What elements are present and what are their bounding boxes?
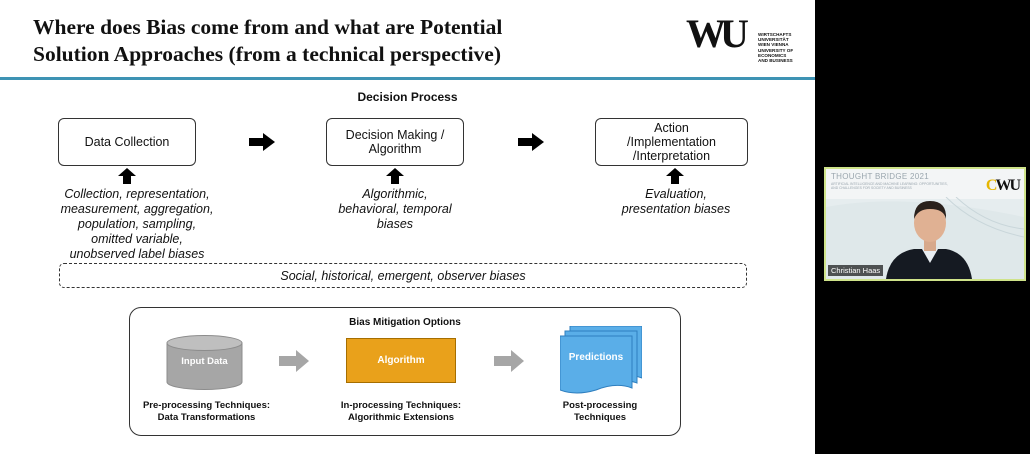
up-arrow-icon [386, 168, 404, 184]
cross-cutting-biases-text: Social, historical, emergent, observer b… [280, 268, 526, 283]
predictions-label: Predictions [568, 352, 624, 363]
participant-video-tile[interactable]: THOUGHT BRIDGE 2021 ARTIFICIAL INTELLIGE… [824, 167, 1026, 281]
data-collection-box: Data Collection [58, 118, 196, 166]
documents-icon [560, 326, 642, 394]
cross-cutting-biases-box: Social, historical, emergent, observer b… [59, 263, 747, 288]
decision-making-biases: Algorithmic, behavioral, temporal biases [338, 187, 452, 231]
action-box: Action /Implementation /Interpretation [595, 118, 748, 166]
decision-making-box: Decision Making / Algorithm [326, 118, 464, 166]
title-divider [0, 77, 815, 80]
decision-process-heading: Decision Process [357, 90, 458, 104]
in-processing-caption: In-processing Techniques: Algorithmic Ex… [340, 400, 462, 423]
slide-title: Where does Bias come from and what are P… [33, 14, 502, 68]
post-processing-caption: Post-processing Techniques [562, 400, 638, 423]
wu-logo-mark: WU [686, 11, 749, 56]
banner-logo: CWU [985, 177, 1021, 194]
right-arrow-icon [494, 350, 524, 372]
banner-title: THOUGHT BRIDGE 2021 [831, 172, 930, 181]
presentation-slide: Where does Bias come from and what are P… [0, 0, 815, 454]
video-background-banner: THOUGHT BRIDGE 2021 ARTIFICIAL INTELLIGE… [826, 169, 1024, 199]
input-data-label: Input Data [181, 356, 228, 367]
right-arrow-icon [518, 133, 544, 151]
participant-name-label: Christian Haas [828, 265, 884, 276]
up-arrow-icon [118, 168, 136, 184]
data-collection-biases: Collection, representation, measurement,… [60, 187, 214, 261]
right-arrow-icon [249, 133, 275, 151]
slide-title-line2: Solution Approaches (from a technical pe… [33, 42, 501, 66]
pre-processing-caption: Pre-processing Techniques: Data Transfor… [142, 400, 271, 423]
banner-logo-text: WU [995, 177, 1021, 194]
right-arrow-icon [279, 350, 309, 372]
algorithm-label: Algorithm [377, 355, 425, 366]
action-biases: Evaluation, presentation biases [621, 187, 731, 216]
algorithm-box: Algorithm [346, 338, 456, 383]
speaker-video [826, 197, 1024, 279]
database-icon [166, 335, 243, 390]
bias-mitigation-panel: Bias Mitigation Options Input Data Algor… [129, 307, 681, 436]
wu-logo-text: WIRTSCHAFTS UNIVERSITÄT WIEN VIENNA UNIV… [758, 32, 794, 64]
wu-logo: WU WIRTSCHAFTS UNIVERSITÄT WIEN VIENNA U… [686, 14, 796, 68]
up-arrow-icon [666, 168, 684, 184]
bias-mitigation-heading: Bias Mitigation Options [349, 317, 461, 328]
slide-title-line1: Where does Bias come from and what are P… [33, 15, 503, 39]
banner-subtitle: ARTIFICIAL INTELLIGENCE AND MACHINE LEAR… [831, 182, 948, 190]
